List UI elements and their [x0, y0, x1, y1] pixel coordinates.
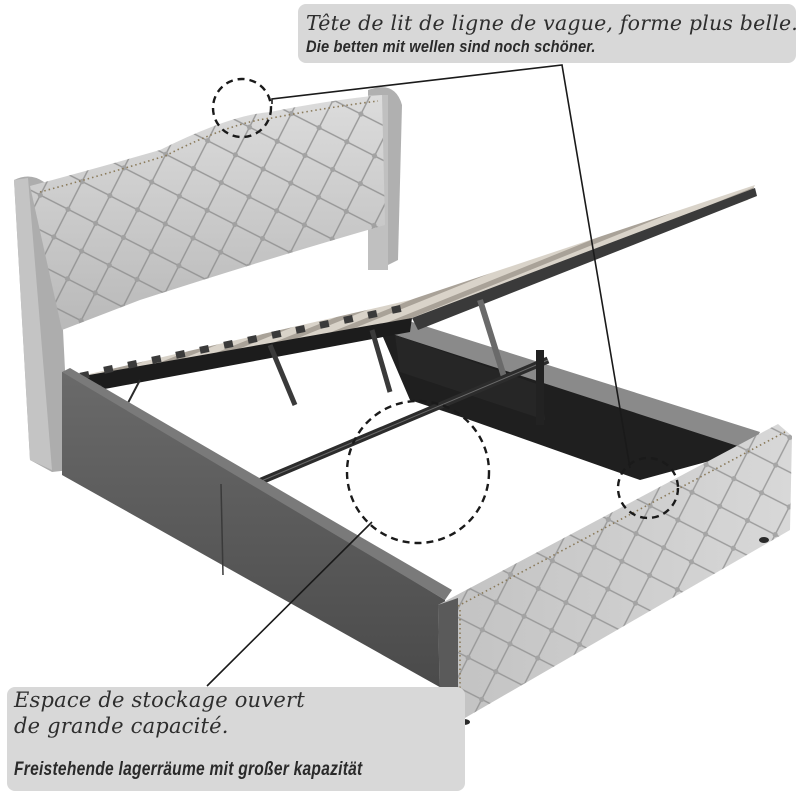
lift-up-slat-base [72, 185, 757, 494]
highlight-circle-footboard [616, 456, 680, 520]
storage-callout-text-fr-line2: de grande capacité. [14, 714, 229, 738]
headboard [14, 87, 402, 472]
leader-line-storage [206, 521, 373, 687]
leader-lines [206, 64, 631, 687]
headboard-callout-text-fr: Tête de lit de ligne de vague, forme plu… [306, 11, 799, 35]
storage-callout-text-fr-line1: Espace de stockage ouvert [14, 688, 305, 712]
callout-markers [211, 77, 680, 545]
side-rail [62, 368, 452, 690]
highlight-circle-headboard [211, 77, 273, 139]
storage-callout: Espace de stockage ouvert de grande capa… [7, 687, 465, 791]
headboard-callout-text-de: Die betten mit wellen sind noch schöner. [306, 37, 596, 56]
storage-compartment [380, 315, 760, 480]
storage-callout-text-de: Freistehende lagerräume mit großer kapaz… [14, 759, 363, 780]
headboard-callout: Tête de lit de ligne de vague, forme plu… [298, 4, 799, 63]
leader-line-headboard [271, 64, 631, 469]
highlight-circle-storage [345, 399, 491, 545]
